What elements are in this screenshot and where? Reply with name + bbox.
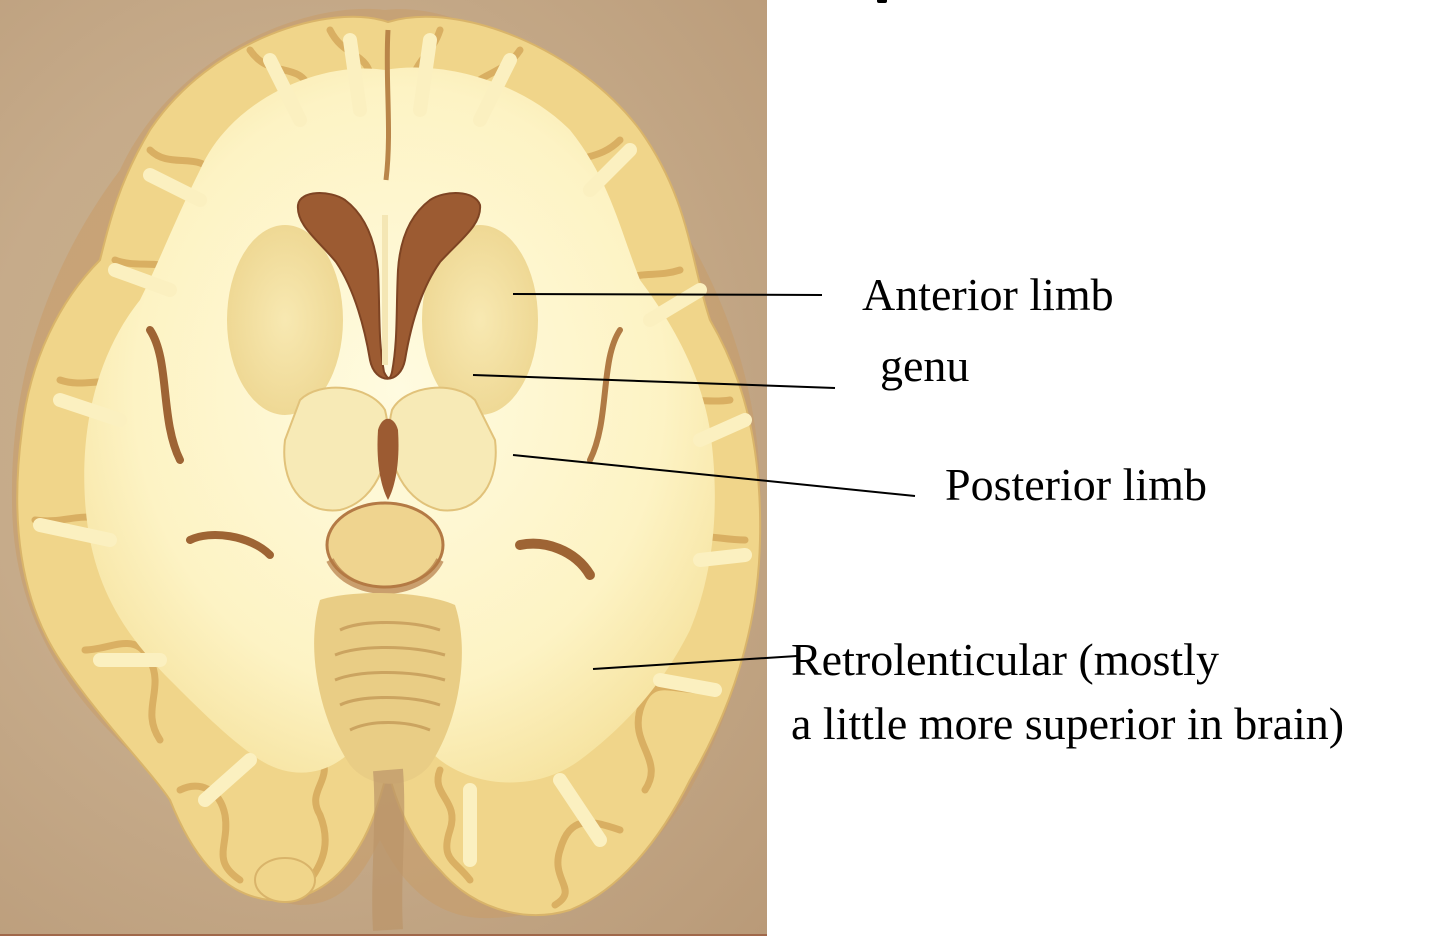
right-thalamus: [388, 386, 497, 512]
cerebellum: [314, 593, 462, 784]
label-retrolenticular-line2: a little more superior in brain): [791, 698, 1345, 749]
left-thalamus: [283, 386, 389, 512]
title-text-fragment: [877, 0, 887, 3]
label-anterior-limb: Anterior limb: [862, 269, 1114, 320]
brain-slice-illustration: [11, 8, 762, 931]
brain-section-photo: [0, 0, 767, 936]
photo-border: [0, 934, 767, 936]
label-posterior-limb: Posterior limb: [945, 459, 1207, 510]
label-retrolenticular-line1: Retrolenticular (mostly: [791, 634, 1219, 685]
left-lentiform-nucleus: [227, 225, 343, 415]
ventricle-frontal-horns: [296, 192, 482, 380]
right-lentiform-nucleus: [422, 225, 538, 415]
label-genu: genu: [880, 340, 970, 391]
